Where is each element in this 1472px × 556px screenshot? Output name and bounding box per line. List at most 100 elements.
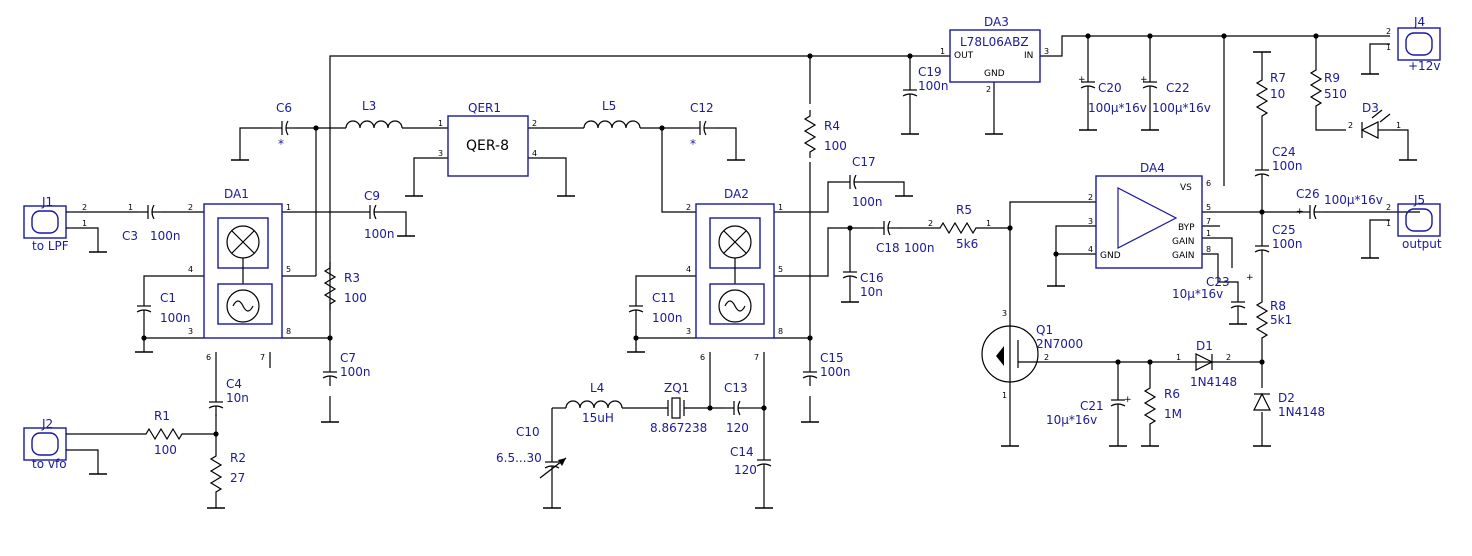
svg-text:2: 2 [82, 203, 87, 212]
svg-text:3: 3 [1002, 309, 1007, 318]
cap-c10: C10 6.5...30 [496, 425, 567, 479]
svg-text:R5: R5 [956, 203, 972, 217]
svg-text:100n: 100n [904, 241, 935, 255]
svg-text:510: 510 [1324, 87, 1347, 101]
svg-text:100n: 100n [820, 365, 851, 379]
svg-text:L78L06ABZ: L78L06ABZ [960, 35, 1029, 49]
svg-text:C25: C25 [1272, 223, 1296, 237]
svg-text:C9: C9 [364, 189, 380, 203]
svg-text:+: + [1124, 395, 1132, 405]
svg-text:C4: C4 [226, 377, 242, 391]
diode-d2: D2 1N4148 [1253, 391, 1325, 419]
svg-text:D1: D1 [1196, 339, 1213, 353]
resistor-r5: R5 5k6 [933, 203, 983, 251]
svg-text:C13: C13 [724, 381, 748, 395]
svg-text:3: 3 [1044, 47, 1049, 56]
svg-text:5k1: 5k1 [1270, 313, 1292, 327]
svg-text:DA4: DA4 [1140, 161, 1165, 175]
svg-text:C10: C10 [516, 425, 540, 439]
svg-text:1: 1 [1386, 219, 1391, 228]
svg-text:QER-8: QER-8 [466, 138, 509, 154]
svg-text:+: + [1078, 75, 1086, 85]
svg-text:D3: D3 [1362, 101, 1379, 115]
svg-text:100n: 100n [852, 195, 883, 209]
svg-text:4: 4 [1088, 245, 1093, 254]
svg-text:2: 2 [1348, 121, 1353, 130]
svg-text:R9: R9 [1324, 71, 1340, 85]
svg-text:1: 1 [1386, 43, 1391, 52]
svg-text:2: 2 [1088, 193, 1093, 202]
svg-text:BYP: BYP [1178, 223, 1195, 233]
svg-text:C20: C20 [1098, 81, 1122, 95]
connector-j5: J5 output [1397, 193, 1442, 251]
svg-text:J5: J5 [1413, 193, 1425, 207]
cap-c18: C18 100n [873, 220, 935, 255]
svg-text:1N4148: 1N4148 [1190, 375, 1237, 389]
svg-text:5: 5 [1206, 203, 1211, 212]
svg-text:100: 100 [344, 291, 367, 305]
cap-c12: C12 * [689, 101, 715, 151]
inductor-l3: L3 [345, 99, 403, 129]
svg-text:1: 1 [778, 203, 783, 212]
svg-text:10n: 10n [860, 285, 883, 299]
svg-text:2: 2 [986, 85, 991, 94]
svg-text:1: 1 [940, 47, 945, 56]
amplifier-da4: DA4 VS BYP GAIN GAIN GND [1095, 161, 1203, 269]
svg-text:DA2: DA2 [724, 187, 749, 201]
svg-text:*: * [690, 137, 696, 151]
svg-text:IN: IN [1024, 51, 1033, 61]
svg-text:15uH: 15uH [582, 411, 614, 425]
svg-text:J2: J2 [41, 417, 53, 431]
svg-text:C12: C12 [690, 101, 714, 115]
svg-text:Q1: Q1 [1036, 323, 1053, 337]
svg-text:L3: L3 [362, 99, 376, 113]
crystal-zq1: ZQ1 8.867238 [650, 381, 707, 435]
inductor-l5: L5 [583, 99, 641, 129]
svg-text:8: 8 [286, 327, 291, 336]
svg-text:8: 8 [778, 327, 783, 336]
cap-c9: C9 100n [359, 189, 395, 241]
svg-text:3: 3 [188, 327, 193, 336]
svg-text:1N4148: 1N4148 [1278, 405, 1325, 419]
svg-text:6.5...30: 6.5...30 [496, 451, 542, 465]
svg-text:100n: 100n [1272, 159, 1303, 173]
led-d3: D3 [1360, 101, 1394, 139]
svg-text:C18: C18 [876, 241, 900, 255]
svg-text:C14: C14 [730, 445, 754, 459]
svg-text:120: 120 [734, 463, 757, 477]
svg-text:VS: VS [1180, 183, 1192, 193]
svg-text:5: 5 [286, 265, 291, 274]
svg-text:D2: D2 [1278, 391, 1295, 405]
inductor-l4: L4 15uH [565, 381, 623, 425]
svg-text:8: 8 [1206, 245, 1211, 254]
svg-text:R1: R1 [154, 409, 170, 423]
junction-dots [141, 33, 1319, 437]
svg-text:5k6: 5k6 [956, 237, 978, 251]
svg-text:GAIN: GAIN [1172, 237, 1195, 247]
svg-text:100: 100 [824, 139, 847, 153]
svg-text:100n: 100n [150, 229, 181, 243]
svg-text:DA1: DA1 [224, 187, 249, 201]
svg-text:100n: 100n [364, 227, 395, 241]
svg-text:to LPF: to LPF [32, 239, 69, 253]
svg-text:1: 1 [82, 219, 87, 228]
svg-text:1: 1 [438, 119, 443, 128]
svg-text:C11: C11 [652, 291, 676, 305]
svg-text:10µ*16v: 10µ*16v [1046, 413, 1097, 427]
svg-text:6: 6 [700, 353, 705, 362]
